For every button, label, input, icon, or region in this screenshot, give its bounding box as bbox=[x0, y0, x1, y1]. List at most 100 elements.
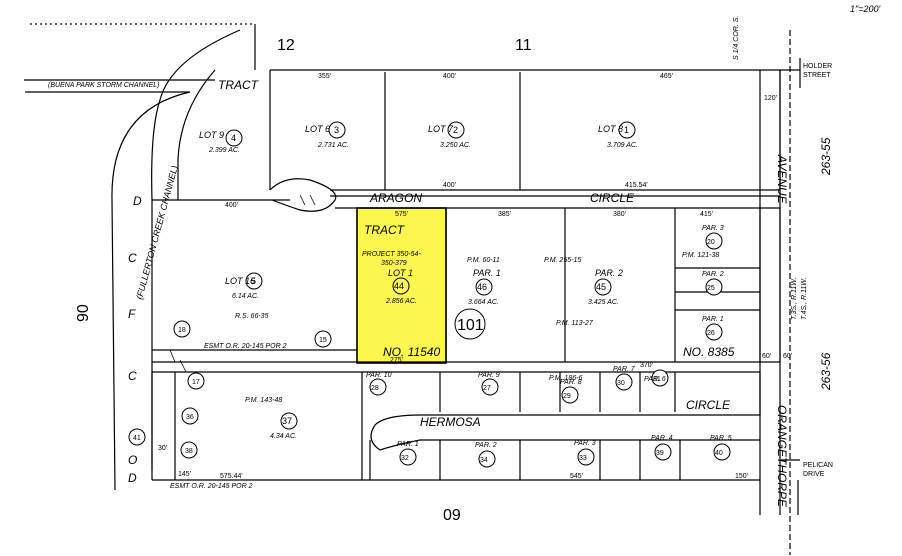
p20-badge: 20 bbox=[707, 239, 715, 246]
p28-name: PAR. 10 bbox=[366, 372, 392, 379]
p39-badge: 39 bbox=[656, 450, 664, 457]
p31-badge: 31 bbox=[653, 376, 661, 383]
p25-name: PAR. 2 bbox=[702, 271, 724, 278]
lot6-name: LOT 6 bbox=[305, 124, 330, 134]
rec-esmt-2: ESMT O.R. 20-145 POR 2 bbox=[170, 483, 253, 490]
storm-channel-label: (BUENA PARK STORM CHANNEL) bbox=[48, 82, 160, 89]
p26-name: PAR. 1 bbox=[702, 316, 724, 323]
rec-rs: R.S. 66-35 bbox=[235, 313, 269, 320]
grid-number-11: 11 bbox=[515, 37, 532, 54]
rec-pm-60: P.M. 60-11 bbox=[467, 257, 500, 264]
p29-name: PAR. 8 bbox=[560, 379, 582, 386]
road-drive: DRIVE bbox=[803, 471, 825, 478]
dim-16: 145' bbox=[178, 471, 191, 478]
dim-5: 415.54' bbox=[625, 182, 648, 189]
dim-6: 575' bbox=[395, 211, 408, 218]
dim-17: 575.44' bbox=[220, 473, 243, 480]
dim-1: 355' bbox=[318, 73, 331, 80]
par37-area: 4.34 AC. bbox=[270, 433, 297, 440]
p28-badge: 28 bbox=[371, 385, 379, 392]
lot7-badge: 2 bbox=[453, 125, 458, 135]
quarter-corner-label: S 1/4 COR. S. bbox=[733, 16, 740, 60]
lot16-area: 6.14 AC. bbox=[232, 293, 259, 300]
road-avenue: AVENUE bbox=[775, 154, 789, 205]
boundary-lines bbox=[24, 23, 801, 555]
dim-18: 545' bbox=[570, 473, 583, 480]
dim-4: 400' bbox=[443, 182, 456, 189]
badge-41: 41 bbox=[133, 435, 141, 442]
dim-14: 60' bbox=[783, 353, 792, 360]
rec-esmt: ESMT O.R. 20-145 POR 2 bbox=[204, 343, 287, 350]
road-pelican: PELICAN bbox=[803, 462, 833, 469]
creek-label: (FULLERTON CREEK CHANNEL) bbox=[134, 164, 179, 300]
lot7-name: LOT 7 bbox=[428, 124, 454, 134]
par2-area: 3.425 AC. bbox=[588, 299, 619, 306]
lot16-name: LOT 16 bbox=[225, 276, 255, 286]
p30-badge: 30 bbox=[617, 380, 625, 387]
scale-label: 1"=200' bbox=[850, 4, 880, 14]
par1-area: 3.664 AC. bbox=[468, 299, 499, 306]
dim-10: 120' bbox=[764, 95, 777, 102]
road-street: STREET bbox=[803, 72, 831, 79]
badge-36: 36 bbox=[186, 414, 194, 421]
lot8-name: LOT 8 bbox=[598, 124, 623, 134]
twp-label-1: T.3S., R.11W. bbox=[791, 277, 798, 320]
channel-letter-f: F bbox=[128, 307, 136, 321]
lot1-name: LOT 1 bbox=[388, 268, 413, 278]
badge-15: 15 bbox=[319, 337, 327, 344]
p25-badge: 25 bbox=[707, 285, 715, 292]
grid-number-90: 90 bbox=[75, 304, 92, 322]
badge-38: 38 bbox=[185, 448, 193, 455]
p34-name: PAR. 2 bbox=[475, 442, 497, 449]
pm-number: NO. 8385 bbox=[683, 345, 735, 359]
rec-pm-113: P.M. 113-27 bbox=[556, 320, 594, 327]
tick-marks bbox=[169, 194, 316, 373]
dim-19: 370' bbox=[640, 362, 653, 369]
p29-badge: 29 bbox=[563, 393, 571, 400]
rec-pm-255: P.M. 255-15 bbox=[544, 257, 581, 264]
rec-pm-143: P.M. 143-48 bbox=[245, 397, 282, 404]
lot6-area: 2.731 AC. bbox=[317, 142, 349, 149]
road-circle-top: CIRCLE bbox=[590, 191, 635, 205]
rec-pm-186: P.M. 186-6 bbox=[549, 375, 582, 382]
lot7-area: 3.250 AC. bbox=[440, 142, 471, 149]
par2-badge: 45 bbox=[596, 282, 606, 292]
road-aragon: ARAGON bbox=[369, 191, 422, 205]
parcel-badges bbox=[128, 121, 731, 468]
badge-17: 17 bbox=[192, 379, 200, 386]
badge-18: 18 bbox=[178, 327, 186, 334]
p40-badge: 40 bbox=[715, 450, 723, 457]
par1-name: PAR. 1 bbox=[473, 268, 501, 278]
par37-badge: 37 bbox=[282, 416, 292, 426]
road-holder: HOLDER bbox=[803, 63, 832, 70]
dim-2: 400' bbox=[443, 73, 456, 80]
par1-badge: 46 bbox=[477, 282, 487, 292]
dim-20: 150' bbox=[735, 473, 748, 480]
dim-11: 400' bbox=[225, 202, 238, 209]
lot6-badge: 3 bbox=[334, 125, 339, 135]
tract-label-project: TRACT bbox=[364, 223, 406, 237]
p30-name: PAR. 7 bbox=[613, 366, 636, 373]
map-ref-top: 263-55 bbox=[819, 137, 833, 176]
grid-number-09: 09 bbox=[443, 507, 461, 524]
p20-name: PAR. 3 bbox=[702, 225, 724, 232]
block-number: 101 bbox=[457, 317, 484, 334]
channel-letter-o: O bbox=[128, 453, 137, 467]
project-line-1: PROJECT 350-54- bbox=[362, 251, 421, 258]
p31-name: PAR. 6 bbox=[644, 376, 666, 383]
lot9-badge: 4 bbox=[231, 133, 236, 143]
p33-badge: 33 bbox=[579, 455, 587, 462]
rec-pm-121: P.M. 121-38 bbox=[682, 252, 719, 259]
p40-name: PAR. 5 bbox=[710, 435, 732, 442]
channel-letter-c1: C bbox=[128, 251, 137, 265]
road-hermosa: HERMOSA bbox=[420, 415, 481, 429]
twp-label-2: T.4S., R.11W. bbox=[801, 277, 808, 320]
project-line-2: 350-379 bbox=[381, 260, 407, 267]
road-circle-bottom: CIRCLE bbox=[686, 398, 731, 412]
road-orangethorpe: ORANGETHORPE bbox=[775, 405, 789, 508]
dim-12: 275' bbox=[390, 357, 403, 364]
lot1-area: 2.856 AC. bbox=[385, 298, 417, 305]
lot16-badge: 5 bbox=[251, 276, 256, 286]
dim-7: 385' bbox=[498, 211, 511, 218]
